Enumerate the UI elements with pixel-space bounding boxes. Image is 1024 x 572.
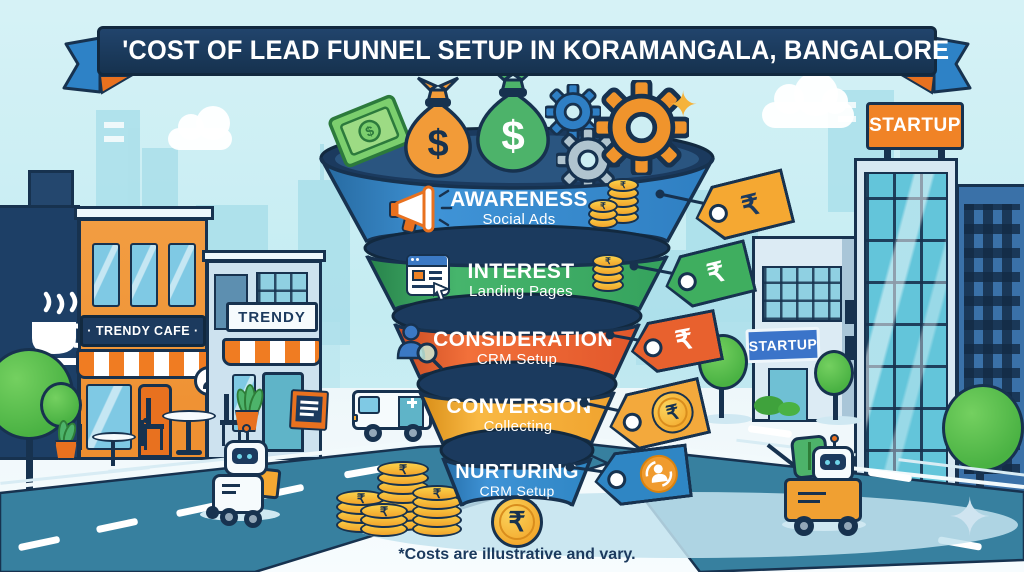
trendy-sign-label: TRENDY bbox=[238, 308, 306, 326]
chair bbox=[78, 424, 82, 450]
bush bbox=[778, 402, 800, 416]
coin: ₹ bbox=[588, 199, 618, 213]
sparkle-icon: ✦ bbox=[948, 489, 992, 547]
rupee-symbol: ₹ bbox=[605, 255, 611, 266]
chair bbox=[220, 420, 242, 425]
chair bbox=[142, 424, 164, 429]
stage-sublabel-nurturing: CRM Setup bbox=[479, 483, 555, 499]
funnel-stage-nurturing bbox=[441, 457, 593, 507]
cafe-sign-label: · TRENDY CAFE · bbox=[87, 324, 199, 338]
chair bbox=[224, 394, 229, 424]
rupee-symbol: ₹ bbox=[379, 503, 389, 519]
coin-stack: ₹ bbox=[588, 199, 618, 229]
coin: ₹ bbox=[377, 461, 429, 477]
trendy-sign: TRENDY bbox=[226, 302, 318, 332]
price-tag-nurturing bbox=[591, 443, 693, 508]
bush bbox=[754, 396, 784, 415]
svg-text:$: $ bbox=[501, 112, 524, 159]
tree-trunk bbox=[719, 386, 724, 418]
stage-sublabel-consideration: CRM Setup bbox=[476, 351, 558, 368]
sign-post bbox=[884, 148, 891, 160]
chair-leg bbox=[222, 424, 225, 446]
robot-head bbox=[224, 440, 268, 476]
page-title: 'COST OF LEAD FUNNEL SETUP IN KORAMANGAL… bbox=[122, 35, 950, 65]
stage-sublabel-interest: Landing Pages bbox=[469, 283, 573, 300]
money-bill-icon: $ bbox=[328, 94, 411, 168]
stage-label-nurturing: NURTURING bbox=[455, 461, 579, 483]
ribbon-fold-left bbox=[98, 75, 135, 95]
rupee-symbol: ₹ bbox=[620, 179, 626, 190]
cafe-window bbox=[130, 243, 158, 307]
startup-rooftop-sign-label: STARTUP bbox=[869, 115, 961, 136]
table-leg bbox=[111, 440, 115, 466]
ribbon-fold-right bbox=[899, 75, 936, 95]
sign-post bbox=[938, 148, 945, 160]
cart-robot bbox=[764, 432, 868, 536]
rupee-symbol: ₹ bbox=[398, 461, 408, 477]
tree bbox=[942, 384, 1024, 472]
person-search-icon bbox=[396, 323, 443, 370]
money-bag-icon: $ bbox=[476, 66, 550, 173]
landing-page-icon bbox=[406, 254, 451, 302]
money-bag-icon: $ bbox=[404, 76, 472, 178]
tree-shadow bbox=[816, 416, 862, 425]
navy-building-roofbox bbox=[28, 170, 74, 208]
table-foot bbox=[176, 450, 202, 455]
title-banner bbox=[97, 26, 937, 76]
tree bbox=[814, 350, 854, 396]
stage-label-conversion: CONVERSION bbox=[446, 395, 592, 418]
cafe-sign: · TRENDY CAFE · bbox=[80, 315, 206, 347]
door-handle bbox=[143, 418, 148, 423]
rupee-coin: ₹ bbox=[491, 496, 543, 548]
cafe-window bbox=[92, 243, 120, 307]
megaphone-icon bbox=[389, 185, 453, 234]
tree-trunk bbox=[976, 446, 984, 506]
stage-label-awareness: AWARENESS bbox=[450, 188, 588, 211]
tree-trunk bbox=[833, 390, 838, 420]
stage-sublabel-awareness: Social Ads bbox=[482, 211, 556, 228]
cloud bbox=[822, 88, 848, 114]
footer-disclaimer: *Costs are illustrative and vary. bbox=[398, 546, 636, 563]
coin: ₹ bbox=[607, 178, 639, 192]
cafe-window bbox=[168, 243, 196, 307]
mid-building-slit bbox=[845, 336, 855, 360]
sparkle-icon: ✦ bbox=[668, 84, 699, 125]
table-leg bbox=[186, 420, 191, 452]
ribbon-tail-left bbox=[62, 36, 102, 94]
cloud bbox=[196, 106, 230, 140]
cart-body bbox=[784, 478, 862, 522]
rupee-symbol: ₹ bbox=[600, 200, 606, 211]
mid-building-slit bbox=[845, 300, 855, 324]
startup-rooftop-sign: STARTUP bbox=[866, 102, 964, 150]
coin-stack: ₹ bbox=[592, 254, 624, 292]
coin-stack: ₹ bbox=[360, 500, 408, 537]
trendy-awning bbox=[222, 338, 322, 366]
stage-sublabel-conversion: Collecting bbox=[483, 418, 553, 435]
tree-trunk bbox=[26, 424, 33, 502]
chair-leg bbox=[238, 424, 241, 446]
svg-text:$: $ bbox=[427, 123, 448, 165]
rupee-symbol: ₹ bbox=[432, 485, 442, 501]
chair-leg bbox=[160, 428, 163, 450]
chair bbox=[146, 398, 151, 428]
robot-head bbox=[812, 446, 854, 482]
chair bbox=[140, 420, 144, 446]
delivery-robot bbox=[196, 424, 292, 528]
customer-cycle-icon bbox=[637, 452, 681, 496]
glass-building-facade bbox=[864, 172, 948, 496]
stage-label-interest: INTEREST bbox=[467, 260, 575, 283]
coin: ₹ bbox=[360, 503, 408, 519]
chair-leg bbox=[144, 428, 147, 450]
rupee-symbol: ₹ bbox=[356, 490, 366, 506]
mid-building-windows bbox=[762, 266, 842, 322]
banner-ribbon-ends bbox=[62, 36, 972, 95]
stage-label-consideration: CONSIDERATION bbox=[433, 328, 613, 351]
tree-shadow bbox=[700, 414, 752, 424]
coin: ₹ bbox=[592, 254, 624, 268]
